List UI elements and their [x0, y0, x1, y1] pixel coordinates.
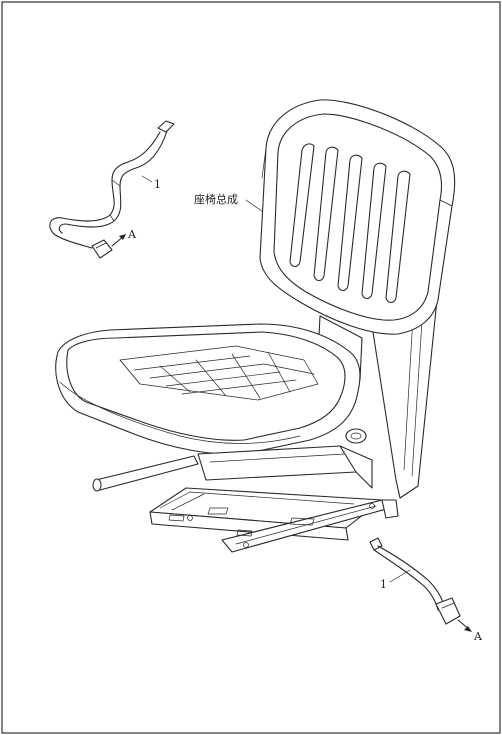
- seat: [55, 99, 456, 553]
- seat-belt-bottom-right: [369, 537, 472, 632]
- part-number-label-bottom: 1: [380, 578, 387, 591]
- seat-assembly-label: 座椅总成: [194, 192, 238, 206]
- arrow-label-bottom: A: [473, 630, 483, 643]
- seat-belt-top-left: [49, 120, 175, 259]
- leader-line-part-1-bottom: [389, 569, 411, 583]
- part-number-label-top: 1: [154, 178, 161, 191]
- arrow-label-top: A: [127, 228, 137, 241]
- leader-line-part-1-top: [141, 175, 153, 183]
